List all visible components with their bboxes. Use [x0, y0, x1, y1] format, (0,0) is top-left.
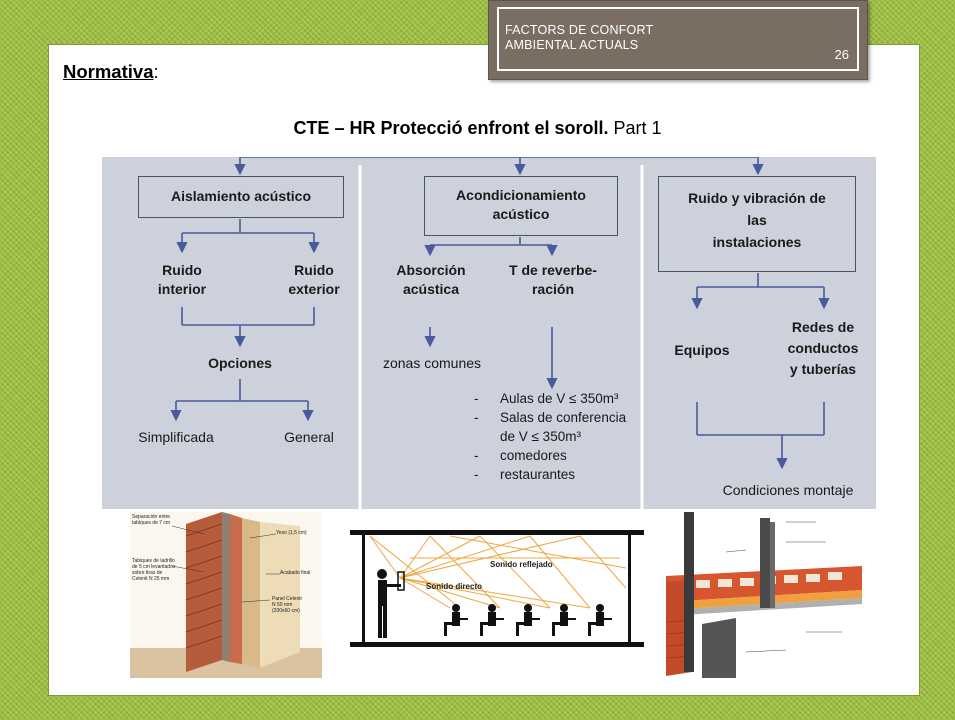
- redes-line-2: conductos: [787, 340, 859, 356]
- list-dash: -: [474, 410, 479, 425]
- t-reverberacion-line-2: ración: [531, 281, 574, 297]
- list-text: restaurantes: [500, 467, 576, 482]
- room-acoustics-image: Sonido reflejado Sonido directo: [350, 528, 644, 648]
- list-text: comedores: [500, 448, 567, 463]
- acondicionamiento-line-2: acústico: [492, 206, 550, 222]
- ruido-exterior-line-1: Ruido: [294, 262, 334, 278]
- wall-label-5-line-1: Panel Celenit: [272, 596, 302, 602]
- title-label: Normativa: [63, 61, 154, 82]
- label-acondicionamiento-acustico: Acondicionamiento acústico: [424, 186, 618, 224]
- ruido-interior-line-1: Ruido: [162, 262, 202, 278]
- ruido-vibracion-line-1: Ruido y vibración de: [688, 190, 826, 206]
- wall-label-tabiques: Tabiques de ladrillo de 5 cm levantados …: [132, 558, 175, 582]
- slide-subtitle: CTE – HR Protecció enfront el soroll. Pa…: [0, 118, 955, 139]
- label-ruido-exterior: Ruido exterior: [274, 261, 354, 299]
- floor-installation-image: [665, 512, 862, 678]
- list-dash: -: [474, 391, 479, 406]
- label-general: General: [284, 429, 334, 445]
- diagram-connectors: [170, 157, 830, 509]
- list-dash: -: [474, 467, 479, 482]
- acondicionamiento-line-1: Acondicionamiento: [456, 187, 586, 203]
- wall-label-3-line-4: Celenit N 25 mm: [132, 576, 170, 582]
- cte-hr-diagram: Aislamiento acústico Ruido interior Ruid…: [102, 157, 876, 509]
- wall-label-1-line-2: tabiques de 7 cm: [132, 520, 171, 526]
- label-ruido-vibracion: Ruido y vibración de las instalaciones: [658, 187, 856, 253]
- room-acoustics-drawing: [350, 528, 644, 648]
- header-line-2: AMBIENTAL ACTUALS: [505, 38, 639, 52]
- wall-label-3-line-3: sobre tiras de: [132, 570, 163, 576]
- wall-label-separacion: Separación entre tabiques de 7 cm: [132, 514, 170, 526]
- label-ruido-interior: Ruido interior: [142, 261, 222, 299]
- wall-label-1-line-1: Separación entre: [132, 514, 171, 520]
- label-sonido-reflejado: Sonido reflejado: [490, 560, 553, 569]
- slide-title: Normativa:: [63, 61, 159, 83]
- reverberation-list: - Aulas de V ≤ 350m³ - Salas de conferenci…: [474, 389, 644, 484]
- redes-line-1: Redes de: [791, 319, 855, 335]
- label-t-reverberacion: T de reverbe- ración: [494, 261, 612, 299]
- floor-installation-drawing: [665, 512, 862, 678]
- label-condiciones-montaje: Condiciones montaje: [722, 482, 854, 498]
- redes-line-3: y tuberías: [789, 361, 857, 377]
- label-opciones: Opciones: [208, 355, 272, 371]
- section-header-text: FACTORS DE CONFORT AMBIENTAL ACTUALS: [505, 23, 653, 53]
- illustrations-row: Separación entre tabiques de 7 cm Yeso (…: [130, 512, 890, 682]
- label-simplificada: Simplificada: [138, 429, 214, 445]
- absorcion-line-2: acústica: [402, 281, 460, 297]
- absorcion-line-1: Absorción: [396, 262, 466, 278]
- list-item-comedores: - comedores: [474, 446, 644, 465]
- label-equipos: Equipos: [674, 342, 730, 358]
- list-dash: -: [474, 448, 479, 463]
- ruido-vibracion-line-2: las: [747, 212, 767, 228]
- t-reverberacion-line-1: T de reverbe-: [509, 262, 597, 278]
- ruido-vibracion-line-3: instalaciones: [712, 234, 802, 250]
- list-item-salas: - Salas de conferencia: [474, 408, 644, 427]
- ruido-interior-line-2: interior: [157, 281, 207, 297]
- box-ruido-vibracion: [658, 176, 856, 272]
- label-aislamiento-acustico: Aislamiento acústico: [170, 188, 312, 204]
- header-frame: [497, 7, 859, 71]
- list-text: de V ≤ 350m³: [500, 429, 581, 444]
- wall-label-acabado: Acabado final: [280, 570, 311, 576]
- label-zonas-comunes: zonas comunes: [382, 355, 482, 371]
- slide-number: 26: [834, 47, 849, 62]
- wall-label-yeso: Yeso (1,5 cm): [276, 530, 307, 536]
- label-redes-conductos: Redes de conductos y tuberías: [770, 317, 876, 380]
- list-text: Aulas de V ≤ 350m³: [500, 391, 619, 406]
- subtitle-part: Part 1: [613, 118, 662, 138]
- wall-label-5-line-3: (200x60 cm): [272, 608, 300, 614]
- label-absorcion-acustica: Absorción acústica: [386, 261, 476, 299]
- ruido-exterior-line-2: exterior: [288, 281, 340, 297]
- list-text: Salas de conferencia: [500, 410, 627, 425]
- list-item-restaurantes: - restaurantes: [474, 465, 644, 484]
- subtitle-bold: CTE – HR Protecció enfront el soroll.: [293, 118, 609, 138]
- wall-label-5-line-2: N 50 mm: [272, 602, 293, 608]
- box-aislamiento-acustico: [138, 176, 344, 218]
- wall-section-image: Separación entre tabiques de 7 cm Yeso (…: [130, 512, 322, 678]
- list-item-volume: de V ≤ 350m³: [474, 427, 644, 446]
- wall-section-drawing: [130, 512, 322, 678]
- list-item-aulas: - Aulas de V ≤ 350m³: [474, 389, 644, 408]
- wall-label-3-line-1: Tabiques de ladrillo: [132, 558, 175, 564]
- wall-label-panel: Panel Celenit N 50 mm (200x60 cm): [272, 596, 302, 614]
- header-line-1: FACTORS DE CONFORT: [505, 23, 654, 37]
- box-acondicionamiento-acustico: [424, 176, 618, 236]
- section-header-box: FACTORS DE CONFORT AMBIENTAL ACTUALS 26: [488, 0, 868, 80]
- title-colon: :: [153, 61, 159, 82]
- label-sonido-directo: Sonido directo: [426, 582, 482, 591]
- wall-label-3-line-2: de 5 cm levantados: [132, 564, 176, 570]
